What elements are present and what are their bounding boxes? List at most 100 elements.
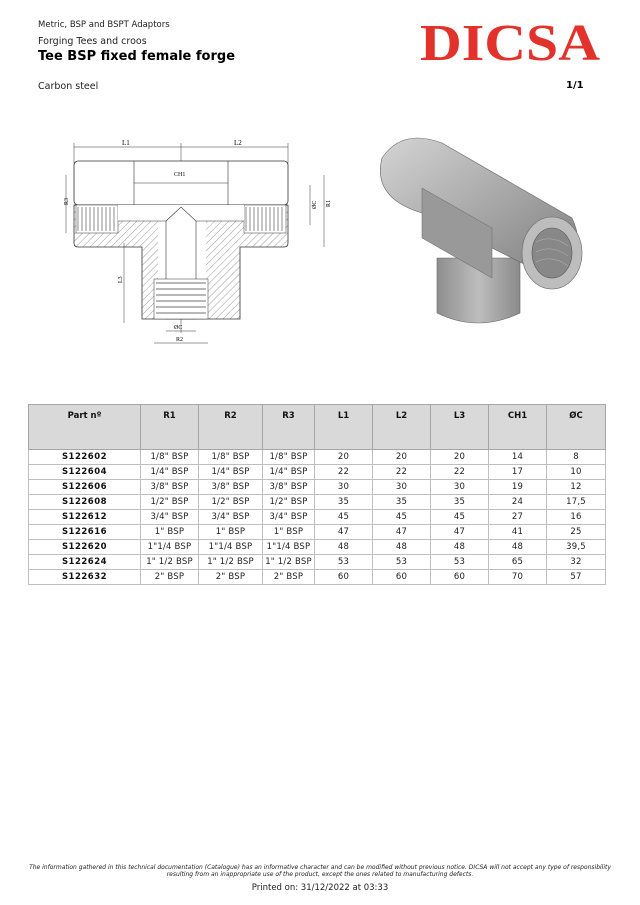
table-row: S122608 1/2" BSP 1/2" BSP 1/2" BSP 35 35… <box>28 494 606 510</box>
tee-fitting-render <box>380 137 583 324</box>
part-number: S122632 <box>28 569 141 585</box>
column-header-ch1: CH1 <box>488 404 547 450</box>
cell-r3: 3/8" BSP <box>262 479 315 495</box>
cell-oc: 12 <box>546 479 606 495</box>
cell-l3: 53 <box>430 554 489 570</box>
column-header-l3: L3 <box>430 404 489 450</box>
cell-l1: 53 <box>314 554 373 570</box>
column-header-oc: ØC <box>546 404 606 450</box>
ch1-label: CH1 <box>174 172 185 178</box>
cell-r1: 1" 1/2 BSP <box>140 554 199 570</box>
cell-oc: 8 <box>546 449 606 465</box>
cell-l3: 45 <box>430 509 489 525</box>
cell-r3: 1/8" BSP <box>262 449 315 465</box>
disclaimer-text: The information gathered in this technic… <box>29 864 611 878</box>
cell-l1: 47 <box>314 524 373 540</box>
part-number: S122604 <box>28 464 141 480</box>
cell-oc: 39,5 <box>546 539 606 555</box>
cell-ch1: 27 <box>488 509 547 525</box>
cell-l2: 30 <box>372 479 431 495</box>
cell-l1: 45 <box>314 509 373 525</box>
cell-l1: 48 <box>314 539 373 555</box>
product-subcategory: Forging Tees and croos <box>38 36 147 47</box>
cell-r3: 1"1/4 BSP <box>262 539 315 555</box>
cell-r2: 1/4" BSP <box>198 464 263 480</box>
cell-l3: 47 <box>430 524 489 540</box>
cell-r1: 1/2" BSP <box>140 494 199 510</box>
l2-label: L2 <box>234 139 242 147</box>
brand-name: DICSA <box>420 18 600 64</box>
cell-r1: 1" BSP <box>140 524 199 540</box>
cell-l2: 47 <box>372 524 431 540</box>
r3-label: R3 <box>64 198 70 205</box>
l1-label: L1 <box>122 139 130 147</box>
cell-oc: 57 <box>546 569 606 585</box>
cell-l3: 20 <box>430 449 489 465</box>
cell-oc: 25 <box>546 524 606 540</box>
table-row: S122616 1" BSP 1" BSP 1" BSP 47 47 47 41… <box>28 524 606 540</box>
cell-r2: 1" 1/2 BSP <box>198 554 263 570</box>
cell-r3: 3/4" BSP <box>262 509 315 525</box>
cell-oc: 16 <box>546 509 606 525</box>
column-header-l2: L2 <box>372 404 431 450</box>
column-header-r3: R3 <box>262 404 315 450</box>
cell-r1: 1"1/4 BSP <box>140 539 199 555</box>
part-number: S122616 <box>28 524 141 540</box>
r2-label: R2 <box>176 337 183 343</box>
column-header-part-no: Part nº <box>28 404 141 450</box>
page-number: 1/1 <box>566 80 584 91</box>
cell-l2: 48 <box>372 539 431 555</box>
cell-l1: 22 <box>314 464 373 480</box>
cell-r3: 1" 1/2 BSP <box>262 554 315 570</box>
table-row: S122612 3/4" BSP 3/4" BSP 3/4" BSP 45 45… <box>28 509 606 525</box>
part-number: S122602 <box>28 449 141 465</box>
cell-r2: 3/4" BSP <box>198 509 263 525</box>
cell-l3: 35 <box>430 494 489 510</box>
cell-ch1: 70 <box>488 569 547 585</box>
column-header-l1: L1 <box>314 404 373 450</box>
cell-ch1: 17 <box>488 464 547 480</box>
cell-r3: 1" BSP <box>262 524 315 540</box>
table-row: S122604 1/4" BSP 1/4" BSP 1/4" BSP 22 22… <box>28 464 606 480</box>
part-number: S122624 <box>28 554 141 570</box>
table-row: S122602 1/8" BSP 1/8" BSP 1/8" BSP 20 20… <box>28 449 606 465</box>
cell-ch1: 24 <box>488 494 547 510</box>
part-number: S122606 <box>28 479 141 495</box>
table-header-row: Part nº R1 R2 R3 L1 L2 L3 CH1 ØC <box>28 404 606 450</box>
dicsa-logo: DICSA <box>420 18 600 64</box>
technical-drawing: L1 L2 CH1 R3 R1 ØC L3 ØC R2 <box>64 139 332 344</box>
cell-l1: 60 <box>314 569 373 585</box>
oc-bottom-label: ØC <box>174 325 182 331</box>
specifications-table: Part nº R1 R2 R3 L1 L2 L3 CH1 ØC S122602… <box>28 404 606 585</box>
cell-r1: 1/8" BSP <box>140 449 199 465</box>
oc-side-label: ØC <box>312 201 318 209</box>
cell-r2: 1/8" BSP <box>198 449 263 465</box>
cell-l2: 60 <box>372 569 431 585</box>
cell-r2: 2" BSP <box>198 569 263 585</box>
page-title: Tee BSP fixed female forge <box>38 49 236 64</box>
column-header-r2: R2 <box>198 404 263 450</box>
cell-r1: 3/8" BSP <box>140 479 199 495</box>
cell-r3: 1/2" BSP <box>262 494 315 510</box>
cell-r2: 3/8" BSP <box>198 479 263 495</box>
cell-l3: 48 <box>430 539 489 555</box>
cell-ch1: 65 <box>488 554 547 570</box>
cell-ch1: 48 <box>488 539 547 555</box>
cell-l1: 30 <box>314 479 373 495</box>
cell-r1: 2" BSP <box>140 569 199 585</box>
cell-l1: 20 <box>314 449 373 465</box>
cell-l3: 30 <box>430 479 489 495</box>
table-row: S122606 3/8" BSP 3/8" BSP 3/8" BSP 30 30… <box>28 479 606 495</box>
cell-l3: 60 <box>430 569 489 585</box>
cell-l2: 53 <box>372 554 431 570</box>
cell-oc: 17,5 <box>546 494 606 510</box>
cell-l1: 35 <box>314 494 373 510</box>
cell-r1: 3/4" BSP <box>140 509 199 525</box>
column-header-r1: R1 <box>140 404 199 450</box>
product-category: Metric, BSP and BSPT Adaptors <box>38 20 170 30</box>
table-row: S122624 1" 1/2 BSP 1" 1/2 BSP 1" 1/2 BSP… <box>28 554 606 570</box>
cell-r2: 1" BSP <box>198 524 263 540</box>
cell-r3: 1/4" BSP <box>262 464 315 480</box>
cell-r2: 1"1/4 BSP <box>198 539 263 555</box>
cell-l2: 22 <box>372 464 431 480</box>
